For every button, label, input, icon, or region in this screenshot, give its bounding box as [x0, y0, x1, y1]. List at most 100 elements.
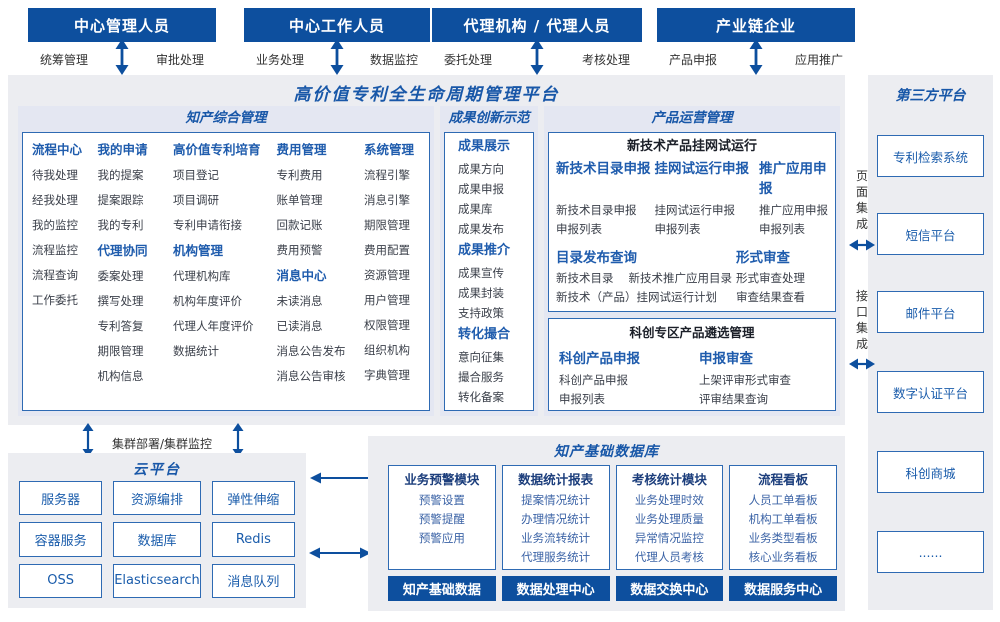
column-header: 形式审查: [736, 250, 790, 266]
menu-item: 账单管理: [276, 193, 323, 207]
module-header: 业务预警模块: [404, 472, 480, 487]
column-process-center: 流程中心 待我处理 经我处理 我的监控 流程监控 流程查询 工作委托: [32, 137, 86, 406]
ip-basic-database-panel: 知产基础数据库 业务预警模块 预警设置 预警提醒 预警应用 数据统计报表 提案情…: [368, 436, 845, 611]
module-data-statistics: 数据统计报表 提案情况统计 办理情况统计 业务流转统计 代理服务统计: [501, 465, 610, 570]
menu-item: 异常情况监控: [634, 531, 704, 545]
menu-item: 成果发布: [458, 222, 504, 236]
menu-item: 撮合服务: [458, 370, 504, 384]
menu-item: 预警设置: [418, 493, 465, 507]
third-party-email: 邮件平台: [877, 291, 984, 333]
sci-tech-zone-box: 科创专区产品遴选管理 科创产品申报 科创产品申报 申报列表 申报审查 上架评审形…: [548, 318, 836, 411]
menu-item: 项目登记: [173, 168, 219, 182]
column-header: 系统管理: [364, 142, 415, 157]
menu-item: 流程引擎: [364, 168, 410, 182]
inner-box-title: 科创专区产品遴选管理: [629, 325, 755, 340]
cluster-deploy-monitor-label: 集群部署/集群监控: [112, 437, 213, 451]
panel-title: 云平台: [133, 462, 181, 478]
ip-basic-data-box: 知产基础数据: [388, 576, 496, 601]
group-header: 成果展示: [458, 139, 511, 154]
actor-title: 产业链企业: [657, 8, 855, 42]
menu-item: 费用配置: [364, 243, 410, 257]
column-sci-product-declare: 科创产品申报 科创产品申报 申报列表: [559, 347, 699, 408]
actor-right-label: 审批处理: [155, 53, 204, 67]
column-header: 代理协同: [97, 243, 148, 258]
menu-item: 申报列表: [559, 391, 605, 406]
menu-item: 业务处理质量: [634, 512, 704, 526]
third-party-patent-search: 专利检索系统: [877, 135, 984, 177]
menu-item: 人员工单看板: [748, 493, 818, 507]
menu-item: 预警应用: [418, 531, 465, 545]
group-header: 转化撮合: [458, 327, 511, 342]
menu-item: 我的提案: [97, 168, 144, 182]
cloud-container-service: 容器服务: [19, 522, 103, 557]
menu-item: 新技术推广应用目录: [628, 271, 733, 285]
menu-item: 专利答复: [97, 319, 144, 333]
menu-item: 成果库: [458, 202, 493, 216]
column-formal-review: 形式审查 形式审查处理 审查结果查看: [736, 247, 828, 306]
menu-item: 机构年度评价: [173, 294, 242, 308]
menu-item: 业务流转统计: [521, 531, 591, 545]
column-system-management: 系统管理 流程引擎 消息引擎 期限管理 费用配置 资源管理 用户管理 权限管理 …: [364, 137, 420, 406]
menu-item: 意向征集: [458, 350, 504, 364]
column-header: 科创产品申报: [559, 351, 640, 367]
third-party-panel: 第三方平台 专利检索系统 短信平台 邮件平台 数字认证平台 科创商城 .....…: [868, 75, 993, 610]
module-header: 考核统计模块: [631, 472, 707, 487]
menu-item: 字典管理: [364, 368, 410, 382]
cloud-elastic-scaling: 弹性伸缩: [211, 481, 295, 516]
column-my-applications: 我的申请 我的提案 提案跟踪 我的专利 代理协同 委案处理 撰写处理 专利答复 …: [98, 137, 162, 406]
section-title: 成果创新示范: [448, 110, 530, 126]
column-header: 申报审查: [699, 351, 753, 367]
actor-right-label: 考核处理: [581, 53, 630, 67]
menu-item: 形式审查处理: [736, 271, 805, 285]
menu-item: 申报列表: [759, 221, 805, 236]
cloud-redis: Redis: [211, 522, 295, 557]
panel-title: 知产基础数据库: [554, 444, 659, 460]
cloud-server: 服务器: [19, 481, 103, 516]
column-online-trial: 挂网试运行申报 挂网试运行申报 申报列表: [655, 159, 759, 238]
cloud-platform-panel: 云平台 服务器 资源编排 弹性伸缩 容器服务 数据库 Redis OSS Ela…: [8, 453, 306, 608]
data-service-center-box: 数据服务中心: [729, 576, 837, 601]
panel-title: 第三方平台: [895, 88, 966, 104]
menu-item: 代理机构库: [173, 269, 231, 283]
column-patent-cultivation: 高价值专利培育 项目登记 项目调研 专利申请衔接 机构管理 代理机构库 机构年度…: [173, 137, 265, 406]
menu-item: 项目调研: [173, 193, 219, 207]
module-header: 流程看板: [758, 472, 809, 487]
actor-right-label: 数据监控: [369, 53, 418, 67]
menu-item: 消息公告发布: [276, 344, 346, 358]
menu-item: 消息公告审核: [276, 369, 346, 383]
menu-item: 申报列表: [556, 221, 602, 236]
third-party-sci-mall: 科创商城: [877, 451, 984, 493]
data-exchange-center-box: 数据交换中心: [615, 576, 724, 601]
menu-item: 上架评审形式审查: [699, 373, 791, 387]
column-header: 高价值专利培育: [173, 142, 261, 157]
section-title: 知产综合管理: [185, 110, 267, 126]
menu-item: 新技术目录申报: [556, 203, 637, 217]
column-header: 我的申请: [97, 142, 148, 157]
menu-item: 经我处理: [32, 193, 78, 207]
menu-item: 流程查询: [32, 268, 78, 282]
column-declare-review: 申报审查 上架评审形式审查 评审结果查询: [699, 347, 825, 408]
actor-center-staff: 中心工作人员 业务处理 数据监控: [244, 8, 430, 75]
menu-item: 待我处理: [32, 168, 78, 182]
menu-item: 资源管理: [364, 268, 410, 282]
module-assessment-statistics: 考核统计模块 业务处理时效 业务处理质量 异常情况监控 代理人员考核: [615, 465, 724, 570]
actor-industry-enterprises: 产业链企业 产品申报 应用推广: [657, 8, 855, 75]
menu-item: 未读消息: [276, 294, 323, 308]
menu-item: 组织机构: [364, 343, 410, 357]
menu-item: 期限管理: [97, 344, 144, 358]
column-header: 机构管理: [173, 243, 224, 258]
third-party-more: ......: [877, 531, 984, 573]
actor-title: 代理机构 / 代理人员: [432, 8, 642, 42]
menu-item: 新技术（产品）挂网试运行计划: [556, 289, 717, 304]
column-header: 挂网试运行申报: [654, 161, 750, 177]
column-header: 流程中心: [32, 142, 83, 157]
actor-left-label: 产品申报: [669, 53, 718, 67]
menu-item: 数据统计: [173, 344, 219, 358]
menu-item: 机构工单看板: [748, 512, 818, 526]
menu-item: 代理人年度评价: [173, 319, 254, 333]
menu-item: 审查结果查看: [736, 289, 805, 304]
third-party-sms: 短信平台: [877, 213, 984, 255]
cloud-oss: OSS: [19, 563, 103, 598]
menu-item: 预警提醒: [418, 512, 465, 526]
menu-item: 权限管理: [364, 318, 410, 332]
